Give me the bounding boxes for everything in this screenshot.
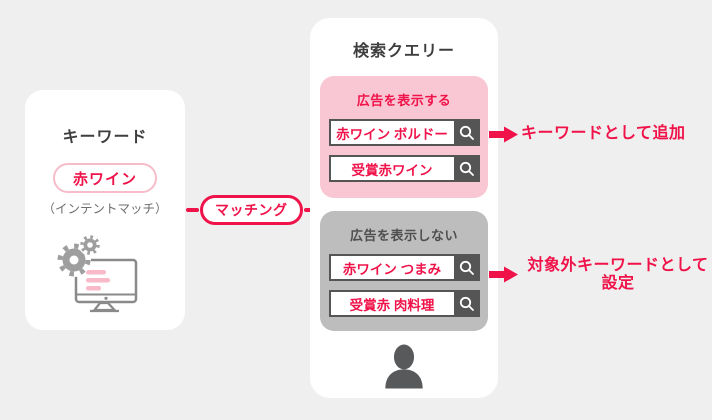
person-icon: [385, 344, 423, 389]
search-bar: 受賞赤ワイン: [328, 155, 480, 182]
magnifier-icon: [459, 260, 474, 275]
search-button: [453, 254, 480, 281]
keyword-pill: 赤ワイン: [53, 163, 157, 193]
negative-keyword-label-line1: 対象外キーワードとして: [527, 257, 709, 274]
gears-monitor-icon: [57, 234, 138, 313]
negative-keyword-annotation: 対象外キーワードとして 設定: [489, 257, 712, 292]
keyword-card: キーワード 赤ワイン （インテントマッチ）: [25, 90, 185, 330]
connector-dash-left: [186, 208, 199, 212]
search-query-text: 赤ワイン ボルドー: [328, 119, 454, 146]
magnifier-icon: [459, 125, 474, 140]
search-bar: 受賞赤 肉料理: [328, 290, 480, 317]
intent-match-note: （インテントマッチ）: [42, 202, 168, 216]
search-query-text: 受賞赤 肉料理: [328, 290, 454, 317]
arrow-right-icon: [489, 126, 518, 142]
add-keyword-annotation: キーワードとして追加: [489, 124, 686, 144]
keyword-card-title: キーワード: [62, 129, 148, 146]
show-ads-heading: 広告を表示する: [356, 93, 452, 108]
keyword-pill-label: 赤ワイン: [72, 170, 137, 188]
search-bar: 赤ワイン ボルドー: [328, 119, 480, 146]
hide-ads-group: 広告を表示しない 赤ワイン つまみ 受賞赤 肉料理: [320, 211, 488, 331]
search-button: [453, 290, 480, 317]
magnifier-icon: [459, 296, 474, 311]
matching-connector: マッチング: [186, 195, 317, 225]
search-button: [453, 119, 480, 146]
hide-ads-heading: 広告を表示しない: [349, 228, 458, 243]
matching-label: マッチング: [215, 202, 288, 218]
show-ads-group: 広告を表示する 赤ワイン ボルドー 受賞赤ワイン: [320, 76, 488, 198]
arrow-right-icon: [489, 266, 518, 283]
add-keyword-label: キーワードとして追加: [521, 125, 686, 142]
search-query-text: 赤ワイン つまみ: [328, 254, 454, 281]
search-button: [453, 155, 480, 182]
magnifier-icon: [459, 161, 474, 176]
search-query-title: 検索クエリー: [352, 43, 455, 60]
negative-keyword-label-line2: 設定: [601, 274, 635, 292]
matching-pill: マッチング: [200, 195, 303, 225]
negative-keyword-label: 対象外キーワードとして 設定: [521, 257, 712, 292]
search-bar: 赤ワイン つまみ: [328, 254, 480, 281]
search-query-card: 検索クエリー 広告を表示する 赤ワイン ボルドー 受賞赤ワイン: [310, 18, 498, 398]
search-query-text: 受賞赤ワイン: [328, 155, 454, 182]
